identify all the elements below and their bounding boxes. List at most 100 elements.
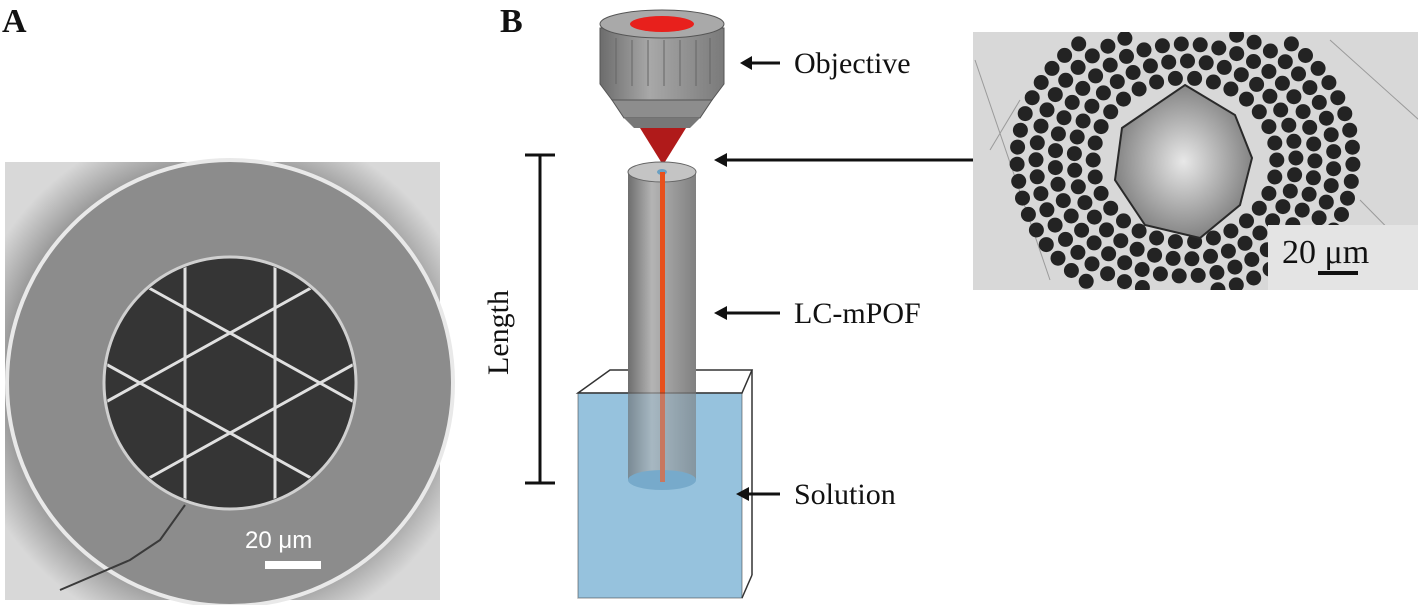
air-hole (1246, 34, 1262, 50)
air-hole (1050, 250, 1066, 266)
air-hole (1084, 98, 1100, 114)
air-hole (1024, 90, 1040, 106)
air-hole (1071, 36, 1087, 52)
air-hole (1286, 133, 1302, 149)
air-hole (1152, 266, 1168, 282)
air-hole (1117, 32, 1133, 46)
air-hole (1229, 46, 1245, 62)
air-hole (1269, 152, 1285, 168)
air-hole (1100, 266, 1116, 282)
air-hole (1307, 153, 1323, 169)
air-hole (1286, 89, 1302, 105)
air-hole (1318, 194, 1334, 210)
air-hole (1228, 277, 1244, 290)
air-hole (1048, 143, 1063, 159)
air-hole (1056, 110, 1072, 126)
air-hole (1237, 235, 1253, 251)
panel-a-scale-label: 20 μm (245, 527, 312, 554)
air-hole (1070, 244, 1086, 260)
air-hole (1326, 144, 1342, 160)
air-hole (1288, 150, 1304, 166)
objective-lens (599, 9, 725, 128)
air-hole (1070, 59, 1086, 75)
air-hole (1117, 255, 1133, 271)
air-hole (1295, 104, 1311, 120)
air-hole (1020, 206, 1036, 222)
air-hole (1099, 222, 1114, 238)
air-hole (1070, 179, 1086, 195)
air-hole (1125, 65, 1141, 80)
air-hole (1205, 230, 1221, 246)
inset-scale-bar (1318, 271, 1358, 275)
air-hole (1063, 263, 1079, 278)
air-hole (1084, 256, 1100, 272)
air-hole (1251, 200, 1267, 216)
air-hole (1209, 265, 1225, 280)
air-hole (1184, 251, 1200, 267)
air-hole (1251, 104, 1267, 120)
air-hole (1302, 119, 1318, 135)
air-hole (1044, 60, 1060, 76)
air-hole (1029, 169, 1045, 185)
air-hole (1340, 190, 1355, 206)
panel-a-scale-bar (265, 561, 321, 569)
air-hole (1067, 162, 1083, 178)
air-hole (1093, 185, 1109, 201)
air-hole (1039, 102, 1055, 118)
air-hole (1039, 202, 1055, 218)
focused-laser-cone (640, 128, 686, 165)
air-hole (1198, 55, 1214, 71)
air-hole (1173, 36, 1189, 52)
air-hole (1267, 135, 1283, 151)
objective-label: Objective (794, 47, 911, 80)
objective-arrow (740, 56, 780, 70)
air-hole (1084, 48, 1100, 64)
air-hole (1205, 74, 1221, 90)
air-hole (1029, 135, 1045, 151)
inset-micrograph: 20 μm (973, 32, 1418, 290)
air-hole (1033, 118, 1049, 134)
air-hole (1223, 223, 1239, 239)
fiber-label: LC-mPOF (794, 297, 921, 330)
air-hole (1064, 94, 1080, 110)
air-hole (1147, 247, 1163, 263)
air-hole (1239, 213, 1254, 229)
air-hole (1077, 195, 1093, 211)
air-hole (1233, 67, 1249, 83)
air-hole (1281, 117, 1297, 133)
air-hole (1149, 230, 1165, 246)
air-hole (1012, 122, 1028, 138)
air-hole (1033, 186, 1049, 202)
air-hole (1058, 231, 1073, 247)
air-hole (1302, 80, 1318, 96)
air-hole (1190, 267, 1206, 283)
guided-light-line (660, 172, 665, 482)
air-hole (1116, 213, 1131, 229)
air-hole (1050, 176, 1066, 192)
air-hole (1283, 36, 1299, 52)
air-hole (1323, 127, 1339, 143)
air-hole (1109, 74, 1125, 90)
panel-b-letter: B (500, 3, 523, 40)
air-hole (1063, 208, 1079, 224)
air-hole (1116, 91, 1131, 107)
air-hole (1301, 186, 1317, 202)
air-hole (1326, 161, 1342, 177)
air-hole (1267, 169, 1283, 185)
air-hole (1323, 178, 1339, 194)
air-hole (1294, 202, 1310, 218)
air-hole (1229, 32, 1245, 43)
air-hole (1017, 106, 1033, 122)
air-hole (1342, 122, 1358, 138)
air-hole (1287, 167, 1303, 183)
air-hole (1227, 259, 1243, 275)
air-hole (1261, 185, 1277, 201)
length-label: Length (482, 290, 515, 375)
air-hole (1078, 273, 1094, 289)
air-hole (1134, 280, 1150, 290)
air-hole (1117, 274, 1132, 290)
air-hole (1149, 74, 1165, 90)
air-hole (1069, 129, 1085, 145)
air-hole (1310, 60, 1326, 76)
air-hole (1103, 104, 1119, 120)
